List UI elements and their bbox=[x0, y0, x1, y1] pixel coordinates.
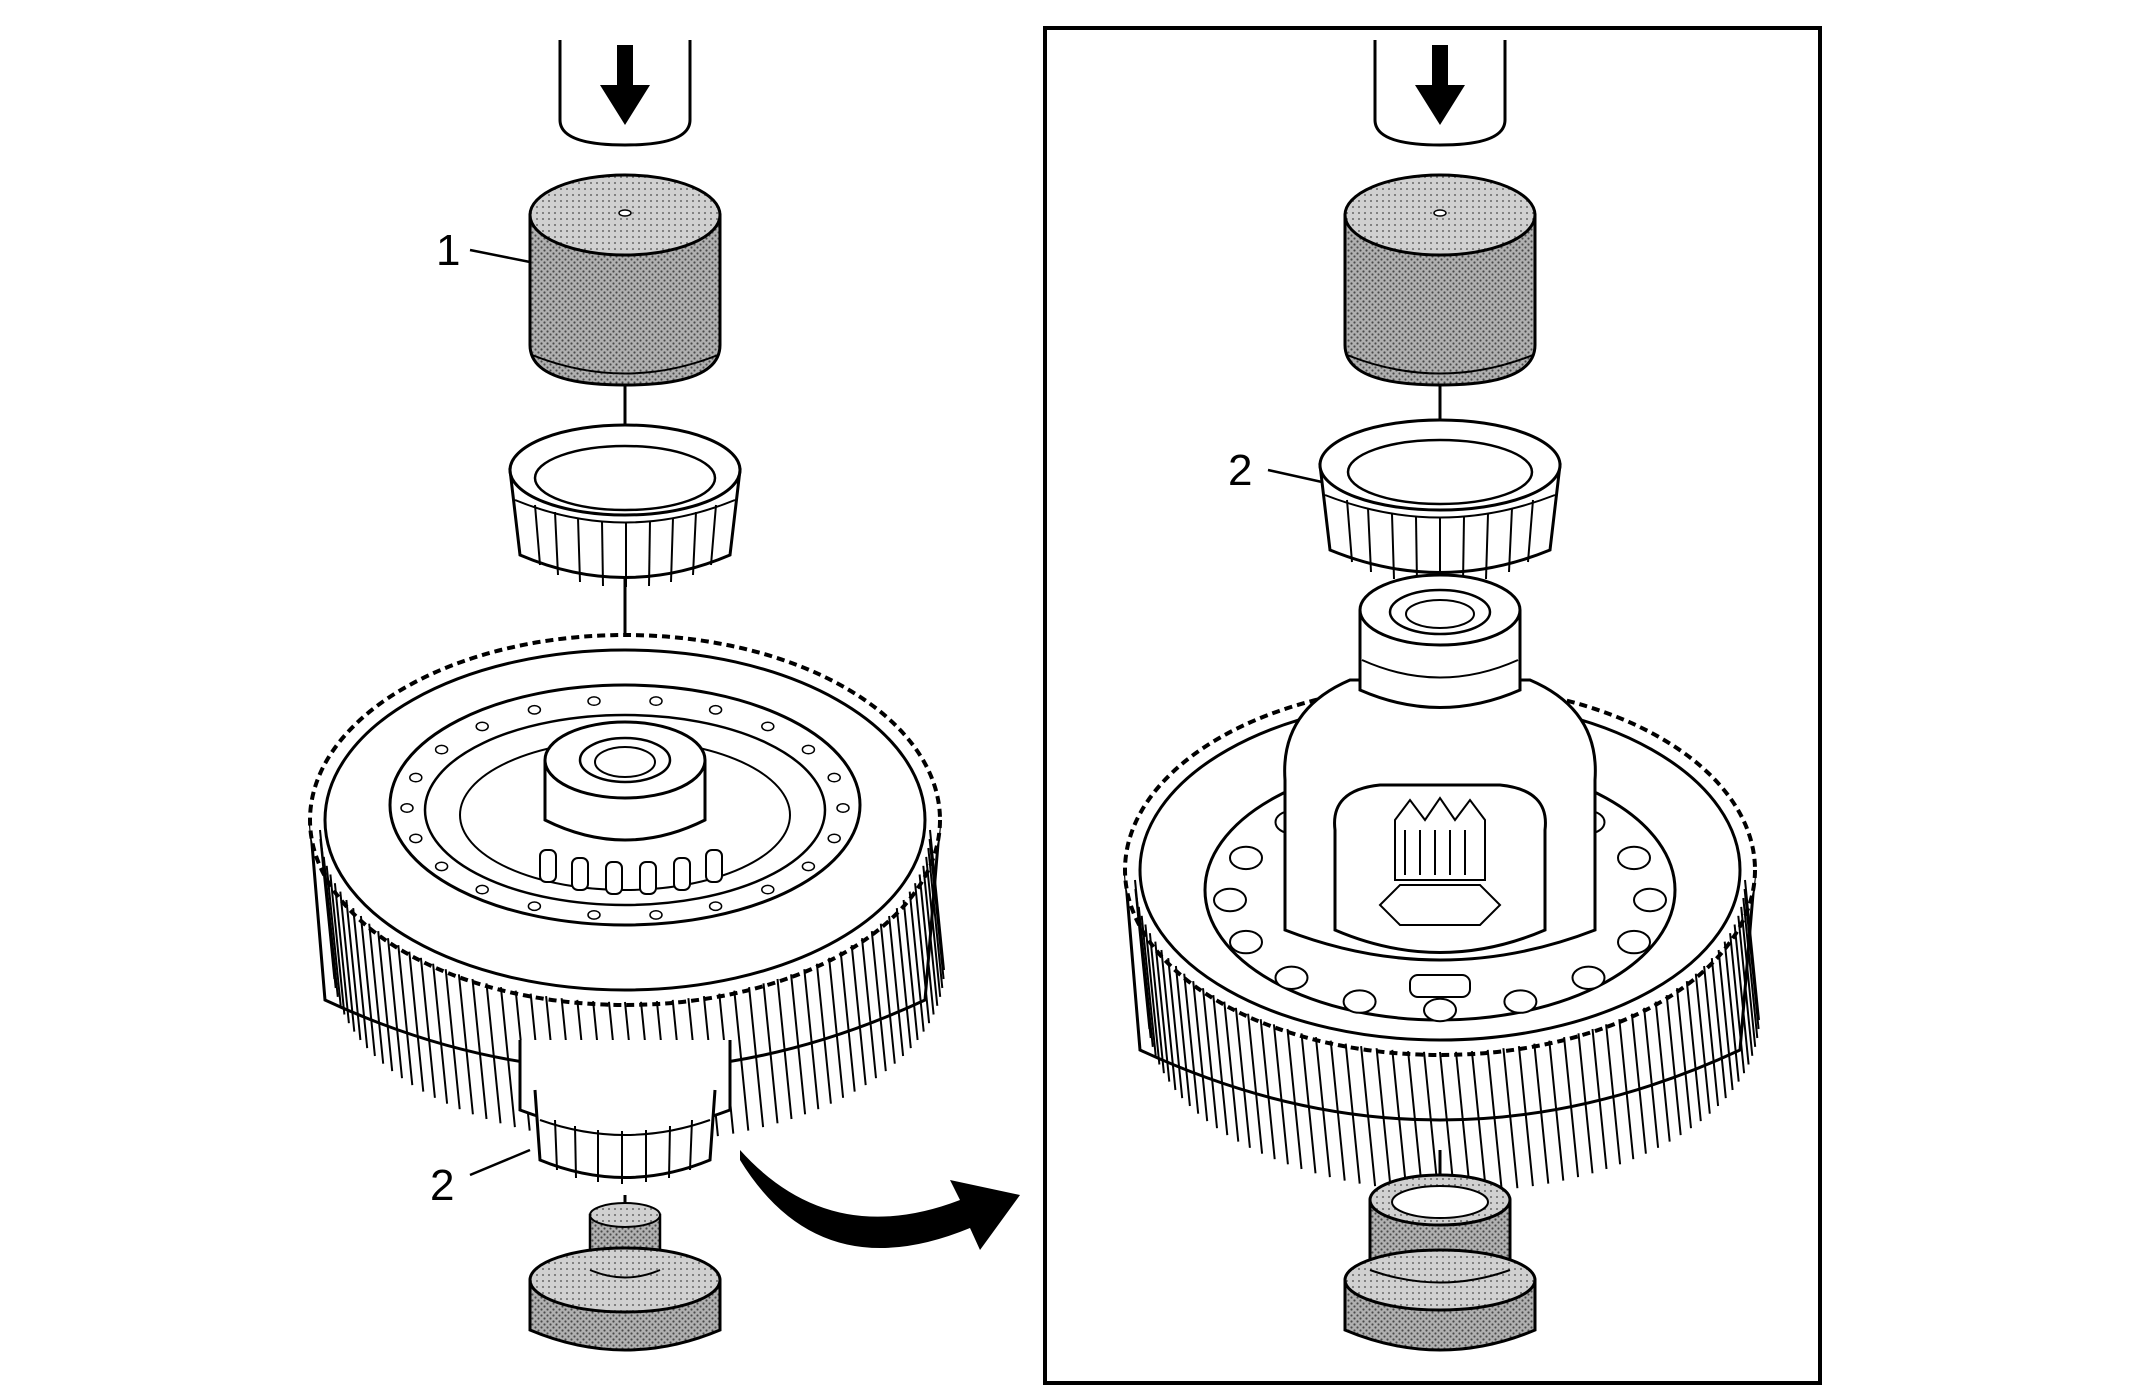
lower-bearing-left bbox=[518, 1040, 732, 1184]
callout-2-left: 2 bbox=[430, 1161, 454, 1210]
ring-gear-left bbox=[308, 633, 945, 1143]
installer-tool bbox=[528, 173, 722, 387]
curved-arrow-icon bbox=[740, 1150, 1020, 1250]
leader-line-2-left bbox=[469, 1148, 531, 1177]
down-arrow-icon bbox=[600, 45, 650, 125]
right-assembly: 2 bbox=[1123, 40, 1760, 1352]
callout-1: 1 bbox=[436, 226, 460, 275]
installer-tool-right bbox=[1343, 173, 1537, 387]
down-arrow-icon bbox=[1415, 45, 1465, 125]
detail-frame bbox=[1043, 26, 1822, 1385]
callout-2-right: 2 bbox=[1228, 446, 1252, 495]
upper-bearing-left bbox=[508, 423, 742, 587]
support-base-left bbox=[528, 1202, 722, 1352]
support-base-right bbox=[1343, 1173, 1537, 1352]
leader-line-2-right bbox=[1267, 468, 1323, 484]
leader-line-1 bbox=[469, 248, 531, 264]
differential-case bbox=[1283, 573, 1597, 998]
left-assembly: 1 bbox=[308, 40, 1020, 1352]
upper-bearing-right bbox=[1318, 418, 1562, 584]
